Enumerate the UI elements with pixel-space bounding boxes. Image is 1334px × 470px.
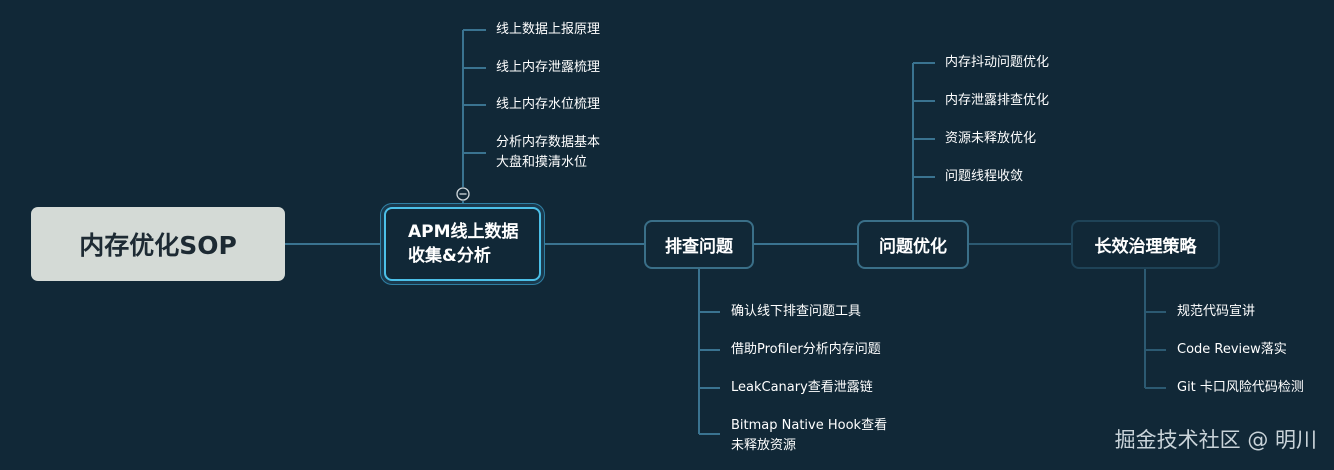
root-label: 内存优化SOP bbox=[79, 231, 237, 260]
node-optimize-label: 问题优化 bbox=[879, 237, 947, 257]
leaf-apm-2[interactable]: 线上内存泄露梳理 bbox=[496, 60, 601, 75]
leaf-optimize-4[interactable]: 问题线程收敛 bbox=[945, 169, 1024, 184]
leaf-governance-1[interactable]: 规范代码宣讲 bbox=[1177, 304, 1256, 319]
node-governance-label: 长效治理策略 bbox=[1094, 237, 1197, 257]
leaf-optimize-2[interactable]: 内存泄露排查优化 bbox=[945, 93, 1050, 108]
node-troubleshoot[interactable]: 排查问题 bbox=[644, 220, 754, 269]
minus-circle-icon[interactable] bbox=[456, 187, 470, 201]
root-node[interactable]: 内存优化SOP bbox=[31, 207, 285, 281]
leaf-troubleshoot-3[interactable]: LeakCanary查看泄露链 bbox=[731, 380, 873, 395]
node-governance[interactable]: 长效治理策略 bbox=[1071, 220, 1220, 269]
node-apm-label-line1: APM线上数据 bbox=[408, 222, 519, 242]
node-troubleshoot-label: 排查问题 bbox=[665, 237, 733, 257]
node-apm[interactable]: APM线上数据 收集&分析 bbox=[384, 207, 541, 281]
leaf-troubleshoot-1[interactable]: 确认线下排查问题工具 bbox=[731, 304, 862, 319]
leaf-apm-3[interactable]: 线上内存水位梳理 bbox=[496, 97, 601, 112]
leaf-troubleshoot-4[interactable]: Bitmap Native Hook查看 未释放资源 bbox=[731, 418, 888, 453]
leaf-optimize-3[interactable]: 资源未释放优化 bbox=[945, 131, 1037, 146]
node-apm-label-line2: 收集&分析 bbox=[408, 246, 491, 266]
leaf-governance-2[interactable]: Code Review落实 bbox=[1177, 342, 1287, 357]
leaf-apm-1[interactable]: 线上数据上报原理 bbox=[496, 22, 601, 37]
leaf-troubleshoot-2[interactable]: 借助Profiler分析内存问题 bbox=[731, 342, 881, 357]
leaf-governance-3[interactable]: Git 卡口风险代码检测 bbox=[1177, 380, 1304, 395]
leaf-apm-4[interactable]: 分析内存数据基本 大盘和摸清水位 bbox=[496, 135, 601, 170]
watermark: 掘金技术社区 @ 明川 bbox=[1114, 428, 1317, 452]
node-optimize[interactable]: 问题优化 bbox=[857, 220, 969, 269]
leaf-optimize-1[interactable]: 内存抖动问题优化 bbox=[945, 55, 1050, 70]
